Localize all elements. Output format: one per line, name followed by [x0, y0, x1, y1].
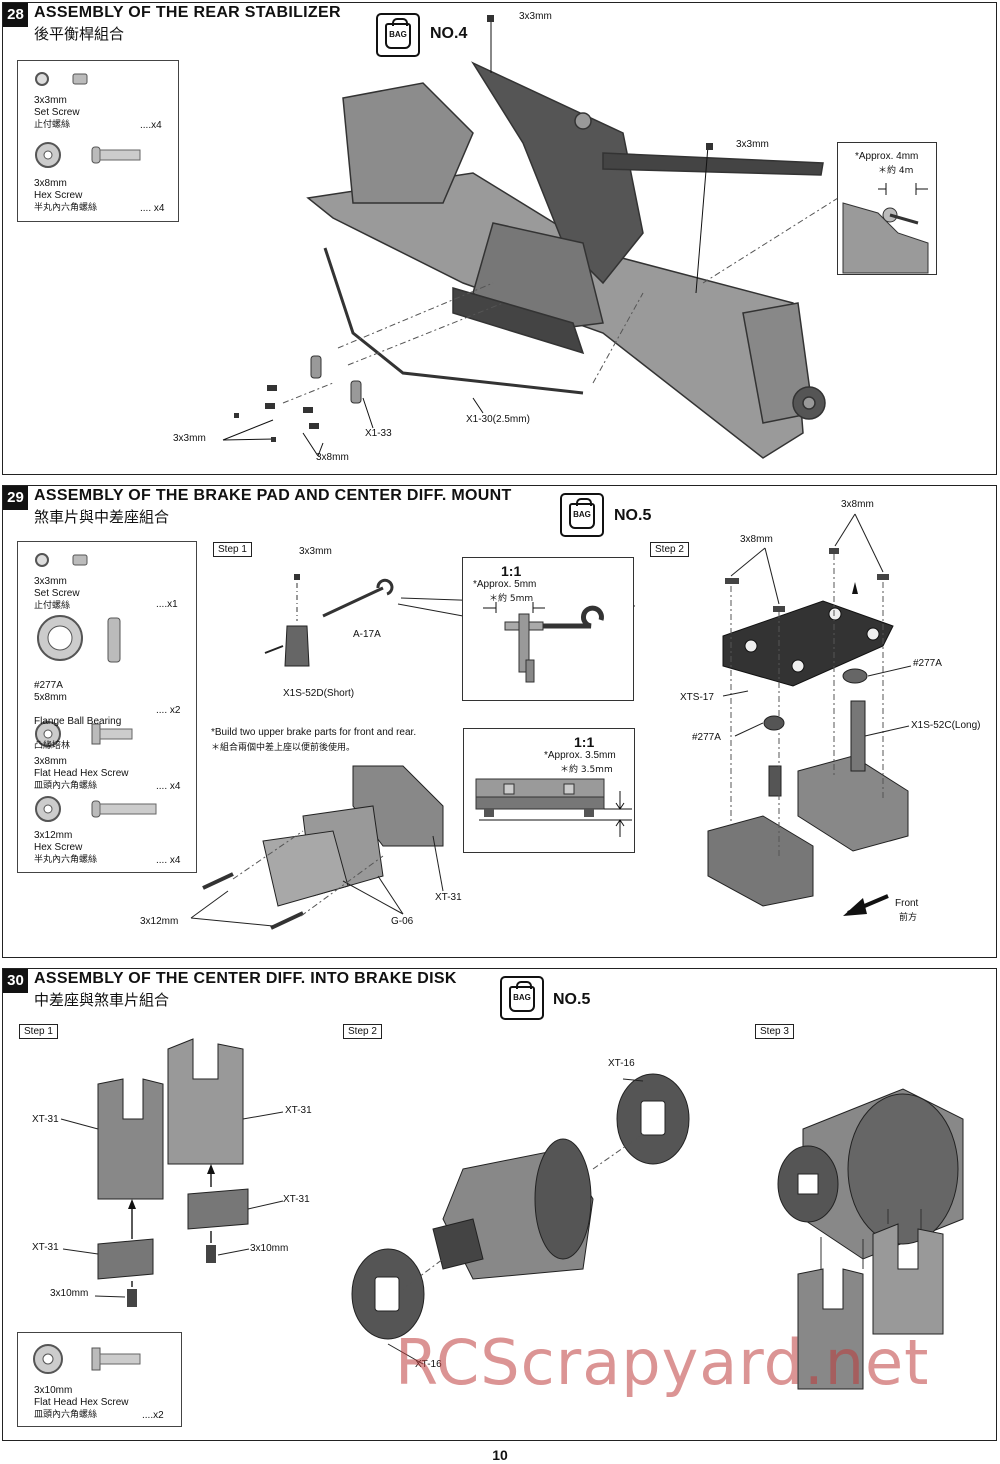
part-qty: ....x4: [140, 120, 162, 131]
part-hex-screw: 3x12mm Hex Screw 半丸內六角螺絲: [34, 830, 98, 865]
label-s1-screw: 3x3mm: [299, 546, 332, 557]
step-1-badge: Step 1: [19, 1024, 58, 1039]
bag-icon: BAG: [500, 976, 544, 1020]
center-diff-illustration: [60, 1038, 964, 1390]
section-title: ASSEMBLY OF THE REAR STABILIZER: [34, 4, 341, 21]
label-xt31-c: XT-31: [283, 1194, 310, 1205]
label-3x8-bottom: 3x8mm: [316, 452, 349, 463]
part-flat-head-screw: 3x8mm Flat Head Hex Screw 皿頭內六角螺絲: [34, 756, 129, 791]
brake-pad-illustration: [190, 513, 912, 930]
label-s2-277a-right: #277A: [913, 658, 942, 669]
label-s2-3x8-top: 3x8mm: [841, 499, 874, 510]
approx-label: *Approx. 3.5mm: [544, 750, 616, 761]
parts-list: 3x10mm Flat Head Hex Screw 皿頭內六角螺絲 ....x…: [17, 1332, 182, 1427]
step-2-badge: Step 2: [343, 1024, 382, 1039]
label-3x10-right: 3x10mm: [250, 1243, 289, 1254]
label-x1-30: X1-30(2.5mm): [466, 414, 530, 425]
part-qty: ....x1: [156, 599, 178, 610]
label-xts17: XTS-17: [680, 692, 714, 703]
part-flange-bearing: #277A 5x8mm Flange Ball Bearing 凸緣培林: [34, 680, 122, 751]
part-qty: ....x2: [142, 1410, 164, 1421]
section-number: 29: [3, 486, 28, 510]
section-number: 30: [3, 969, 28, 993]
section-29: 29 ASSEMBLY OF THE BRAKE PAD AND CENTER …: [2, 485, 997, 958]
parts-icons: [35, 553, 157, 822]
label-xt31-d: XT-31: [32, 1242, 59, 1253]
part-qty: .... x4: [156, 781, 181, 792]
watermark: RCScrapyard.net: [395, 1326, 930, 1399]
part-qty: .... x4: [140, 203, 165, 214]
part-hex-screw: 3x8mm Hex Screw 半丸內六角螺絲: [34, 178, 98, 213]
approx-label: *Approx. 4mm: [855, 151, 919, 162]
section-subtitle: 中差座與煞車片組合: [34, 991, 170, 1009]
approx-label-zh: ＊約 4m: [878, 166, 914, 176]
part-qty: .... x2: [156, 705, 181, 716]
label-g06: G-06: [391, 916, 414, 927]
parts-list: 3x3mm Set Screw 止付螺絲 ....x4 3x8mm Hex Sc…: [17, 60, 179, 222]
scale-label: 1:1: [501, 563, 522, 579]
label-front-zh: 前方: [899, 913, 918, 923]
parts-icons: [33, 1344, 141, 1374]
label-front: Front: [895, 898, 919, 909]
label-screw-top: 3x3mm: [519, 11, 552, 22]
part-set-screw: 3x3mm Set Screw 止付螺絲: [34, 95, 80, 130]
build-note: *Build two upper brake parts for front a…: [211, 727, 417, 738]
part-flat-head-screw: 3x10mm Flat Head Hex Screw 皿頭內六角螺絲: [34, 1385, 129, 1420]
page-number: 10: [492, 1447, 508, 1463]
scale-label: 1:1: [574, 734, 595, 750]
bag-number: NO.4: [430, 25, 468, 42]
parts-icons: [35, 72, 141, 168]
section-subtitle: 後平衡桿組合: [34, 25, 125, 43]
section-number: 28: [3, 3, 28, 27]
label-xt31: XT-31: [435, 892, 462, 903]
label-a17a: A-17A: [353, 629, 381, 640]
bag-icon: BAG: [560, 493, 604, 537]
bag-icon: BAG: [376, 13, 420, 57]
bag-number: NO.5: [614, 507, 652, 524]
label-xt16-top: XT-16: [608, 1058, 635, 1069]
bag-number: NO.5: [553, 991, 591, 1008]
section-title: ASSEMBLY OF THE BRAKE PAD AND CENTER DIF…: [34, 487, 512, 504]
section-title: ASSEMBLY OF THE CENTER DIFF. INTO BRAKE …: [34, 970, 457, 987]
section-subtitle: 煞車片與中差座組合: [34, 508, 170, 526]
part-qty: .... x4: [156, 855, 181, 866]
detail-box: *Approx. 4mm ＊約 4m: [837, 142, 937, 275]
label-xt31-b: XT-31: [285, 1105, 312, 1116]
label-s2-3x8-left: 3x8mm: [740, 534, 773, 545]
label-x1s52c: X1S-52C(Long): [911, 720, 981, 731]
label-3x12: 3x12mm: [140, 916, 179, 927]
detail-box-3.5mm: 1:1 *Approx. 3.5mm ＊約 3.5mm: [463, 728, 635, 853]
label-x1-33: X1-33: [365, 428, 392, 439]
label-3x3-bottom: 3x3mm: [173, 433, 206, 444]
label-xt16-bottom: XT-16: [415, 1359, 442, 1370]
label-x1s52d: X1S-52D(Short): [283, 688, 355, 699]
build-note-zh: ＊組合兩個中差上座以便前後使用。: [211, 743, 356, 753]
detail-box-5mm: 1:1 *Approx. 5mm ＊約 5mm: [462, 557, 634, 701]
rear-stabilizer-illustration: [222, 15, 839, 459]
label-3x10-left: 3x10mm: [50, 1288, 89, 1299]
label-screw-mid: 3x3mm: [736, 139, 769, 150]
label-s2-277a-left: #277A: [692, 732, 721, 743]
label-xt31-a: XT-31: [32, 1114, 59, 1125]
section-28: 28 ASSEMBLY OF THE REAR STABILIZER 後平衡桿組…: [2, 2, 997, 475]
approx-label: *Approx. 5mm: [473, 579, 537, 590]
step-2-badge: Step 2: [650, 542, 689, 557]
step-1-badge: Step 1: [213, 542, 252, 557]
section-30: 30 ASSEMBLY OF THE CENTER DIFF. INTO BRA…: [2, 968, 997, 1441]
step-3-badge: Step 3: [755, 1024, 794, 1039]
approx-label-zh: ＊約 3.5mm: [560, 765, 613, 775]
part-set-screw: 3x3mm Set Screw 止付螺絲: [34, 576, 80, 611]
approx-label-zh: ＊約 5mm: [489, 594, 534, 604]
parts-list: 3x3mm Set Screw 止付螺絲 ....x1 #277A 5x8mm …: [17, 541, 197, 873]
